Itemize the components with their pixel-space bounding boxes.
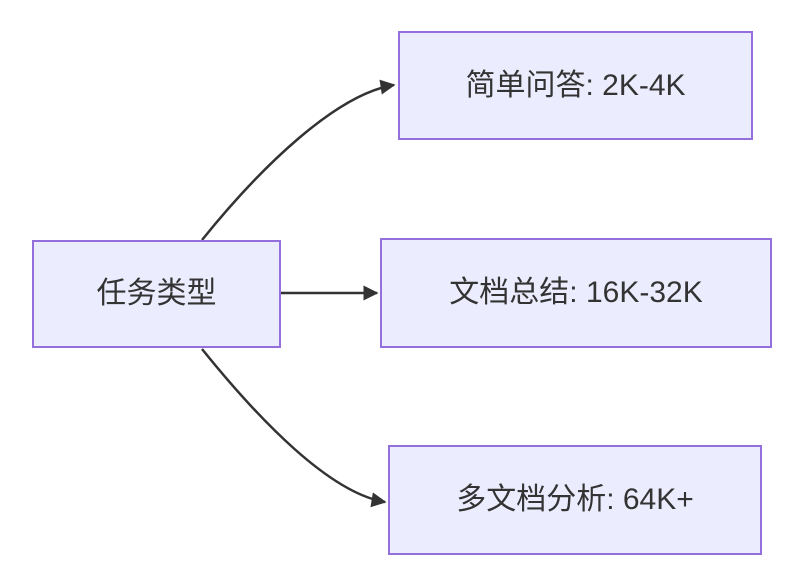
node-multi-doc-analysis-label: 多文档分析: 64K+ <box>456 483 694 516</box>
node-doc-summary-label: 文档总结: 16K-32K <box>449 276 703 309</box>
node-task-type-label: 任务类型 <box>96 277 217 310</box>
node-simple-qa: 简单问答: 2K-4K <box>398 31 753 140</box>
node-multi-doc-analysis: 多文档分析: 64K+ <box>388 445 762 555</box>
node-simple-qa-label: 简单问答: 2K-4K <box>465 68 686 102</box>
edge-root-to-multi-doc-analysis <box>201 348 387 508</box>
node-task-type: 任务类型 <box>32 240 281 348</box>
edge-root-to-simple-qa <box>201 79 396 241</box>
node-doc-summary: 文档总结: 16K-32K <box>380 238 772 348</box>
